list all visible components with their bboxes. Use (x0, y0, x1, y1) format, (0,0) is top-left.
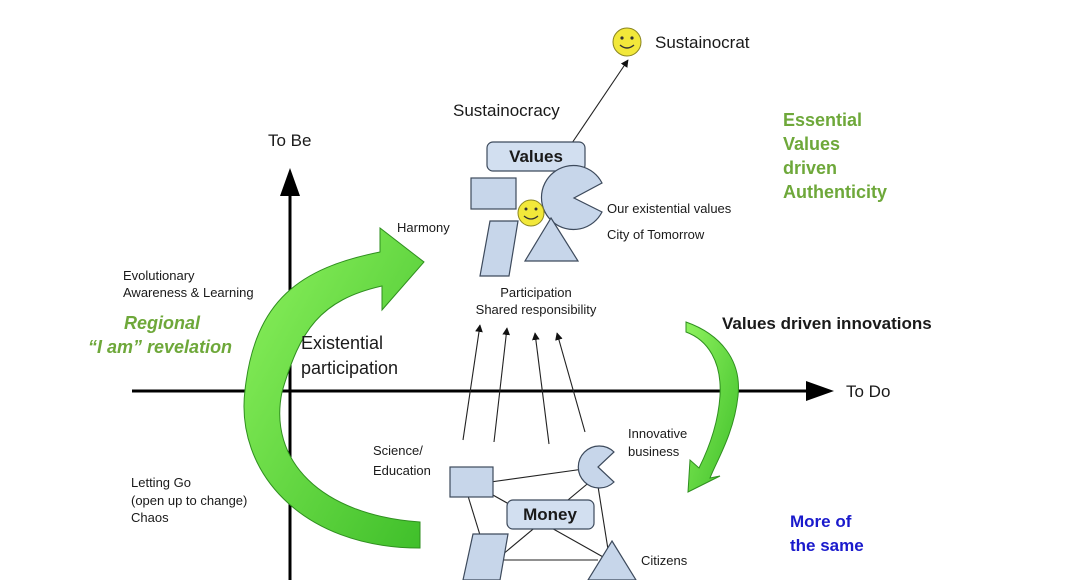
citizens-label: Citizens (641, 553, 688, 568)
science-square-shape (449, 466, 494, 498)
citizens-triangle-shape (587, 539, 637, 580)
evolutionary-label: Evolutionary Awareness & Learning (123, 268, 254, 300)
more-of-the-same-label: More of the same (790, 512, 864, 555)
participation-label: Participation (500, 285, 572, 300)
sustainocracy-label: Sustainocracy (453, 101, 560, 120)
smiley-icon (612, 27, 642, 57)
shared-responsibility-label: Shared responsibility (476, 302, 597, 317)
essential-values-label: Essential Values driven Authenticity (783, 110, 887, 202)
values-square-shape (470, 177, 517, 210)
values-triangle-shape (523, 216, 580, 262)
values-box: Values (486, 141, 586, 172)
green-curved-arrow-left (243, 226, 425, 549)
money-parallelogram-shape (462, 533, 509, 580)
money-box: Money (506, 499, 595, 530)
green-curved-arrow-right (685, 321, 739, 493)
x-axis-label: To Do (846, 382, 890, 401)
values-driven-innovations-label: Values driven innovations (722, 314, 932, 333)
city-of-tomorrow-label: City of Tomorrow (607, 227, 705, 242)
letting-go-label: Letting Go (open up to change) Chaos (131, 475, 251, 525)
money-box-label: Money (523, 505, 577, 524)
y-axis-label: To Be (268, 131, 311, 150)
innovative-pacman-shape (577, 445, 615, 489)
y-axis (280, 168, 300, 580)
values-box-label: Values (509, 147, 563, 166)
upward-arrows (462, 324, 586, 445)
connector-to-sustainocrat (571, 59, 629, 144)
science-education-label: Science/ Education (373, 443, 431, 478)
innovative-business-label: Innovative business (628, 426, 691, 459)
values-parallelogram-shape (479, 220, 519, 277)
regional-revelation-label: Regional “I am” revelation (88, 313, 232, 357)
harmony-label: Harmony (397, 220, 450, 235)
existential-participation-label: Existential participation (301, 333, 398, 378)
smiley-icon (517, 199, 545, 227)
values-pacman-shape (540, 164, 603, 231)
existential-values-label: Our existential values (607, 201, 732, 216)
sustainocrat-label: Sustainocrat (655, 33, 750, 52)
